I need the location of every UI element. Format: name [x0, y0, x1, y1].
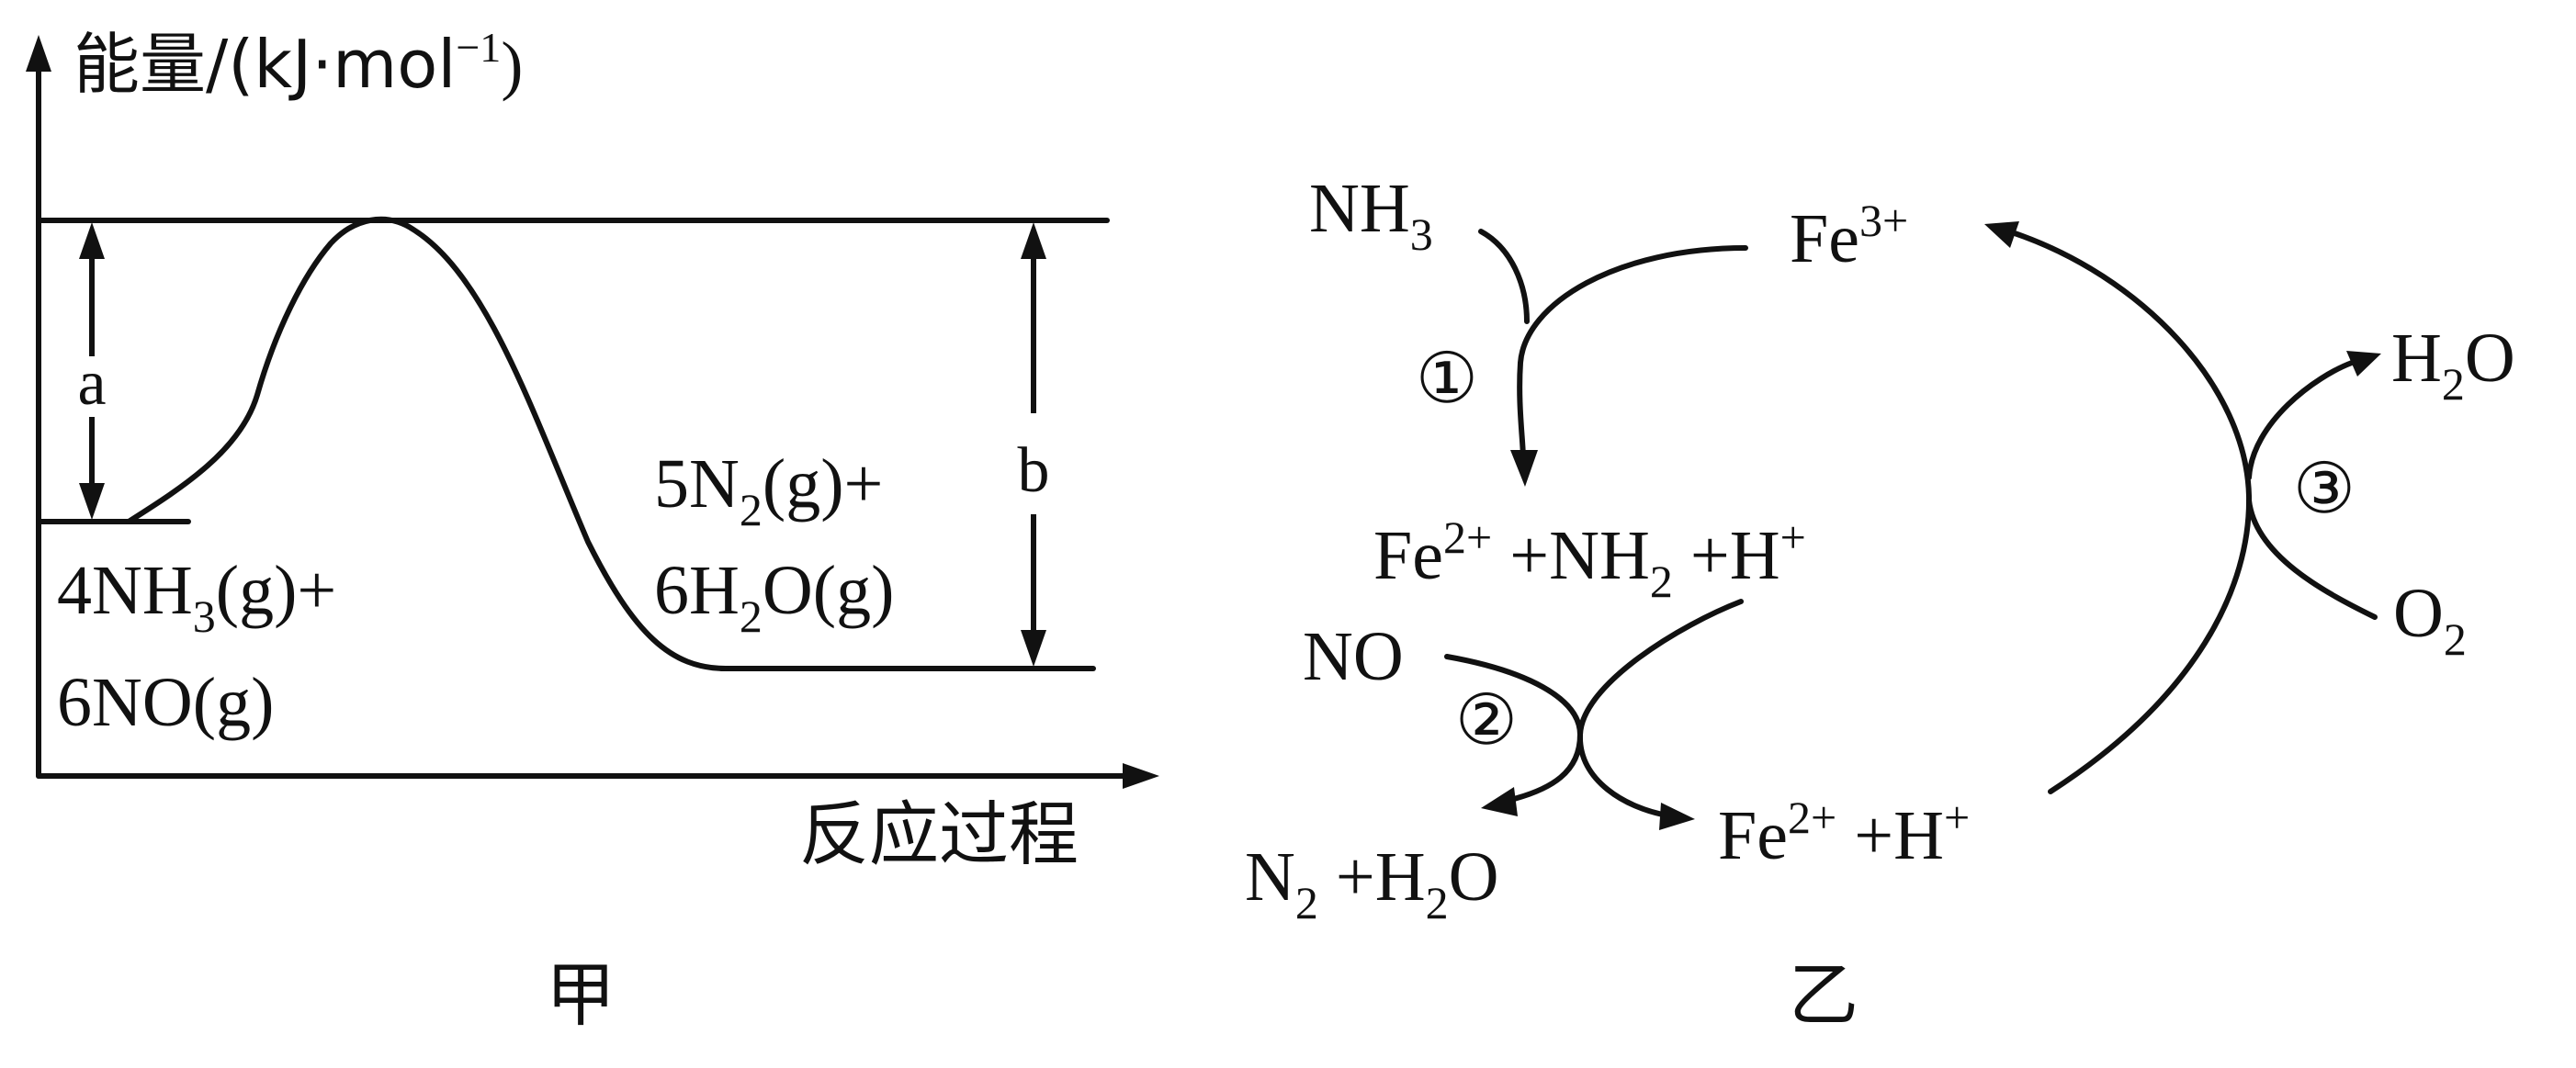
h2o-right-sub: 2: [2442, 358, 2465, 410]
mid-fe-sup: 2+: [1443, 512, 1492, 563]
nh3-text: NH: [1309, 170, 1410, 247]
reactants-line-1: 4NH3(g)+: [57, 552, 336, 642]
mid-h-text: +H: [1673, 517, 1780, 594]
fe2h-h-text: +H: [1836, 797, 1944, 874]
products-line-2: 6H2O(g): [654, 552, 894, 642]
reaction-curve: [126, 216, 729, 671]
products-n-post: (g)+: [763, 445, 883, 523]
reactants-line-2: 6NO(g): [57, 664, 274, 741]
products-h-text: 6H: [654, 552, 740, 629]
fe3-text: Fe: [1790, 200, 1859, 277]
arrow-b-head-up: [1021, 222, 1046, 259]
step1-main-curve: [1517, 245, 1748, 462]
step2-label: ②: [1455, 682, 1518, 759]
fe2h-h-sup: +: [1944, 792, 1970, 843]
h2o-right-h: H: [2391, 320, 2442, 397]
mid-nh-text: +NH: [1492, 517, 1650, 594]
n2-sub: 2: [1295, 877, 1318, 928]
reactants-nh-sub: 3: [193, 590, 216, 642]
step3-o2-curve: [2246, 498, 2378, 620]
x-axis-label: 反应过程: [799, 793, 1079, 875]
label-a: a: [77, 348, 106, 419]
step2-arrow-left: [1481, 787, 1518, 816]
caption-jia: 甲: [546, 954, 616, 1036]
n2-text: N: [1245, 838, 1295, 916]
fe2h-fe-sup: 2+: [1788, 792, 1836, 843]
step1-arrow: [1510, 450, 1538, 487]
step2-main-curve: [1576, 599, 1744, 818]
step3-h2o-curve: [2246, 360, 2355, 480]
fe3-label: Fe3+: [1790, 195, 1908, 277]
nh3-label: NH3: [1309, 170, 1433, 260]
h2o-label: H2O: [2391, 320, 2515, 410]
h2o-o-text: O: [1449, 838, 1499, 916]
nh3-sub: 3: [1410, 208, 1433, 260]
step3-label: ③: [2293, 451, 2356, 528]
products-h-sub: 2: [740, 590, 763, 642]
energy-diagram: 能量/(kJ·mol−1) 反应过程 a b 4NH3(g)+ 6NO(g) 5…: [26, 24, 1159, 1036]
mid-nh-sub: 2: [1650, 556, 1673, 607]
y-axis-arrow: [26, 35, 51, 72]
arrow-a-label-bg: [72, 356, 112, 417]
o2-label: O2: [2393, 575, 2467, 665]
products-n-text: 5N: [654, 445, 740, 523]
reactants-nh-post: (g)+: [216, 552, 336, 629]
arrow-a-head-down: [79, 483, 105, 520]
step3-arrow-top: [1984, 221, 2019, 248]
h2o-sub: 2: [1426, 877, 1449, 928]
h2o-right-o: O: [2465, 320, 2515, 397]
o2-sub: 2: [2444, 613, 2467, 665]
mid-fe-text: Fe: [1373, 517, 1443, 594]
no-label: NO: [1303, 618, 1404, 695]
step2-arrow-right: [1659, 803, 1695, 830]
fe2h-fe-text: Fe: [1718, 797, 1788, 874]
products-line-1: 5N2(g)+: [654, 445, 883, 535]
products-h-post: O(g): [763, 552, 895, 629]
fe2h-label: Fe2+ +H+: [1718, 792, 1970, 874]
products-n-sub: 2: [740, 484, 763, 535]
label-b: b: [1018, 435, 1050, 506]
step3-arrow-h2o: [2346, 351, 2381, 377]
x-axis-arrow: [1123, 763, 1159, 789]
arrow-b-head-down: [1021, 630, 1046, 667]
catalytic-cycle-diagram: NH3 Fe3+ ① Fe2+ +NH2 +H+ NO ② N2 +H2O Fe…: [1245, 170, 2515, 1036]
caption-yi: 乙: [1789, 954, 1859, 1036]
arrow-a-head-up: [79, 222, 105, 259]
step1-label: ①: [1416, 341, 1478, 418]
step1-nh3-curve: [1478, 229, 1530, 324]
mid-h-sup: +: [1780, 512, 1806, 563]
y-axis-close: ): [501, 28, 523, 102]
reactants-nh-text: 4NH: [57, 552, 193, 629]
o2-text: O: [2393, 575, 2444, 652]
y-axis-unit-exp: −1: [456, 24, 501, 71]
h2o-h-text: +H: [1318, 838, 1426, 916]
mid-species-label: Fe2+ +NH2 +H+: [1373, 512, 1806, 607]
n2h2o-label: N2 +H2O: [1245, 838, 1499, 928]
y-axis-label: 能量/(kJ·mol−1): [73, 24, 523, 103]
y-axis-label-text: 能量/(kJ·mol: [73, 26, 456, 103]
fe3-sup: 3+: [1859, 195, 1908, 246]
step3-main-curve: [2009, 230, 2253, 794]
arrow-b-label-bg: [1011, 413, 1056, 514]
